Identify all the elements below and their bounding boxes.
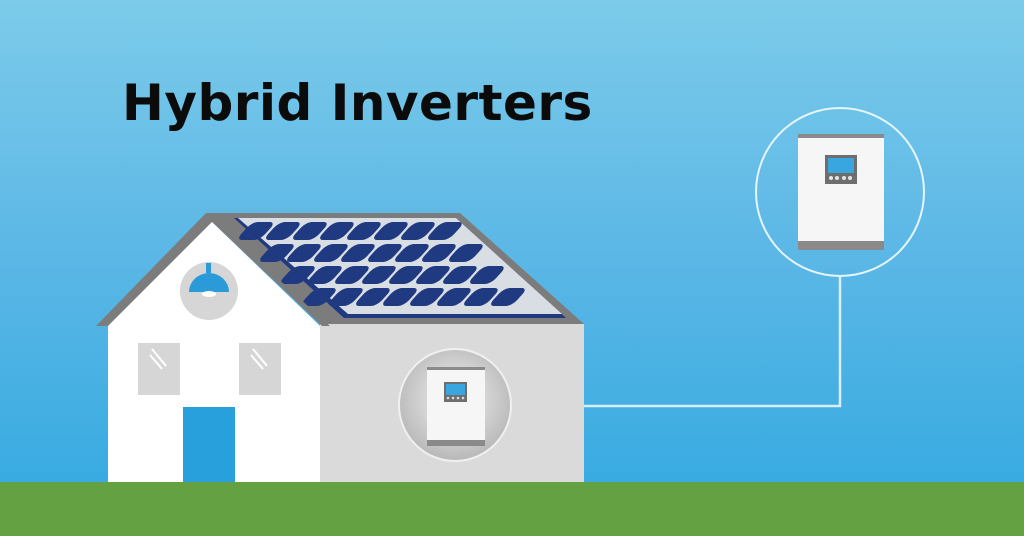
lamp-icon xyxy=(180,262,238,320)
house-front-wall xyxy=(108,222,320,484)
window-right xyxy=(239,343,281,395)
solar-panel xyxy=(234,218,566,318)
window-left xyxy=(138,343,180,395)
page-title: Hybrid Inverters xyxy=(122,74,593,132)
door xyxy=(183,407,235,484)
ground xyxy=(0,482,1024,536)
connector-line xyxy=(512,276,842,408)
inverter-small-icon xyxy=(398,348,512,462)
inverter-large-icon xyxy=(755,107,925,277)
